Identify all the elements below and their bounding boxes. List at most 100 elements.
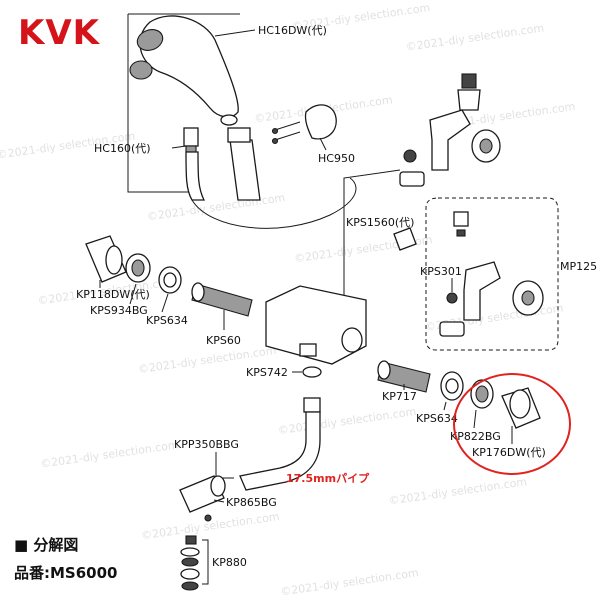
- leader-line: [214, 29, 256, 37]
- mp125-box: [425, 197, 559, 351]
- screw: [274, 131, 301, 141]
- aerator-ring: [181, 557, 199, 567]
- screw: [204, 514, 212, 522]
- label-kpp350bbg: KPP350BBG: [174, 438, 239, 451]
- flange-center: [479, 138, 493, 154]
- leader-line: [213, 499, 225, 503]
- pipe-kpp350bbg: [239, 411, 321, 491]
- label-kp822bg: KP822BG: [450, 430, 501, 443]
- watermark: ©2021-diy selection.com: [277, 405, 417, 437]
- ring-inner: [445, 378, 459, 394]
- label-kp880: KP880: [212, 556, 247, 569]
- watermark: ©2021-diy selection.com: [140, 510, 280, 542]
- hose-upper: [185, 151, 206, 201]
- aerator-ring: [181, 581, 199, 591]
- label-kps1560: KPS1560(代): [346, 216, 414, 229]
- pipe-nut: [303, 397, 321, 413]
- brand-logo: KVK: [18, 13, 101, 53]
- o-ring: [446, 292, 458, 304]
- hose-end: [229, 139, 261, 201]
- label-kps742: KPS742: [246, 366, 288, 379]
- shower-holder: [304, 104, 337, 140]
- label-kps934bg: KPS934BG: [90, 304, 148, 317]
- label-kps60: KPS60: [206, 334, 241, 347]
- label-kps301: KPS301: [420, 265, 462, 278]
- footer-title: ■ 分解図: [14, 536, 78, 554]
- kps1560-group: KPS1560(代): [346, 216, 417, 251]
- o-ring: [220, 114, 238, 126]
- union-nut: [439, 321, 465, 337]
- nut: [456, 229, 466, 237]
- ring-inner: [475, 385, 489, 403]
- faucet-body: [265, 285, 367, 365]
- leader-line: [215, 452, 234, 479]
- flange-center: [521, 290, 535, 306]
- watermark: ©2021-diy selection.com: [388, 475, 528, 507]
- shower-spray-plate: [129, 60, 153, 80]
- leader-line: [161, 293, 169, 313]
- leader-line: [443, 401, 447, 411]
- leader-line: [473, 409, 477, 429]
- ring-inner: [163, 272, 177, 288]
- elbow-fitting: [393, 227, 417, 251]
- body-block: [265, 285, 367, 365]
- aerator-part: [185, 535, 197, 545]
- kps742-group: KPS742: [246, 366, 322, 379]
- upper-elbow-group: [399, 73, 501, 187]
- spout-end: [210, 475, 226, 497]
- aerator-ring: [180, 568, 200, 580]
- pipe-size-note: 17.5mmパイプ: [286, 471, 370, 485]
- spout-group: KP865BG: [179, 475, 277, 522]
- watermark: ©2021-diy selection.com: [280, 566, 420, 598]
- connector-line: [343, 169, 401, 300]
- bracket-line: [202, 539, 209, 585]
- watermark: ©2021-diy selection.com: [39, 438, 179, 470]
- handle-end: [105, 245, 123, 275]
- elbow: [463, 261, 501, 321]
- o-ring: [403, 149, 417, 163]
- screw-head: [271, 127, 279, 135]
- cartridge-end: [377, 360, 391, 380]
- leader-line: [319, 137, 327, 151]
- footer-model: 品番:MS6000: [14, 564, 117, 582]
- hose-fitting: [227, 127, 251, 143]
- highlight-circle: [453, 373, 571, 475]
- label-kps634-right: KPS634: [416, 412, 458, 425]
- hose-washer: [185, 145, 197, 153]
- label-kps634-left: KPS634: [146, 314, 188, 327]
- leader-line: [129, 283, 137, 305]
- hose-body: [191, 177, 357, 229]
- bolt: [461, 73, 477, 89]
- label-hc160: HC160(代): [94, 142, 151, 155]
- label-mp125: MP125: [560, 260, 597, 273]
- label-hc950: HC950: [318, 152, 355, 165]
- mp125-group: MP125 KPS301: [420, 197, 597, 351]
- ring-inner: [131, 259, 145, 277]
- hose-nut: [183, 127, 199, 147]
- handle-end: [509, 389, 531, 419]
- left-handle-group: KP118DW(代) KPS934BG KPS634 KPS60: [76, 235, 253, 347]
- cartridge-end: [191, 282, 205, 302]
- label-kp717: KP717: [382, 390, 417, 403]
- washer-kps742: [302, 366, 322, 378]
- aerator-group: KP880: [180, 535, 247, 591]
- shower-head-face: [136, 29, 164, 51]
- body-port: [341, 327, 363, 353]
- hose-group: HC160(代): [94, 127, 357, 229]
- nut: [457, 89, 481, 111]
- label-kp865bg: KP865BG: [226, 496, 277, 509]
- elbow: [429, 109, 471, 171]
- bolt: [453, 211, 469, 227]
- label-kp118dw: KP118DW(代): [76, 288, 150, 301]
- leader-line: [171, 145, 187, 149]
- holder-group: HC950: [271, 104, 355, 165]
- screw-head: [271, 137, 279, 145]
- right-handle-group: KP717 KPS634 KP822BG KP176DW(代): [377, 360, 571, 475]
- pipe-group: 17.5mmパイプ KPP350BBG: [174, 397, 370, 491]
- label-kp176dw: KP176DW(代): [472, 446, 546, 459]
- aerator-ring: [180, 547, 200, 557]
- union-nut: [399, 171, 425, 187]
- label-hc16dw: HC16DW(代): [258, 24, 327, 37]
- shower-head-group: HC16DW(代): [127, 13, 327, 193]
